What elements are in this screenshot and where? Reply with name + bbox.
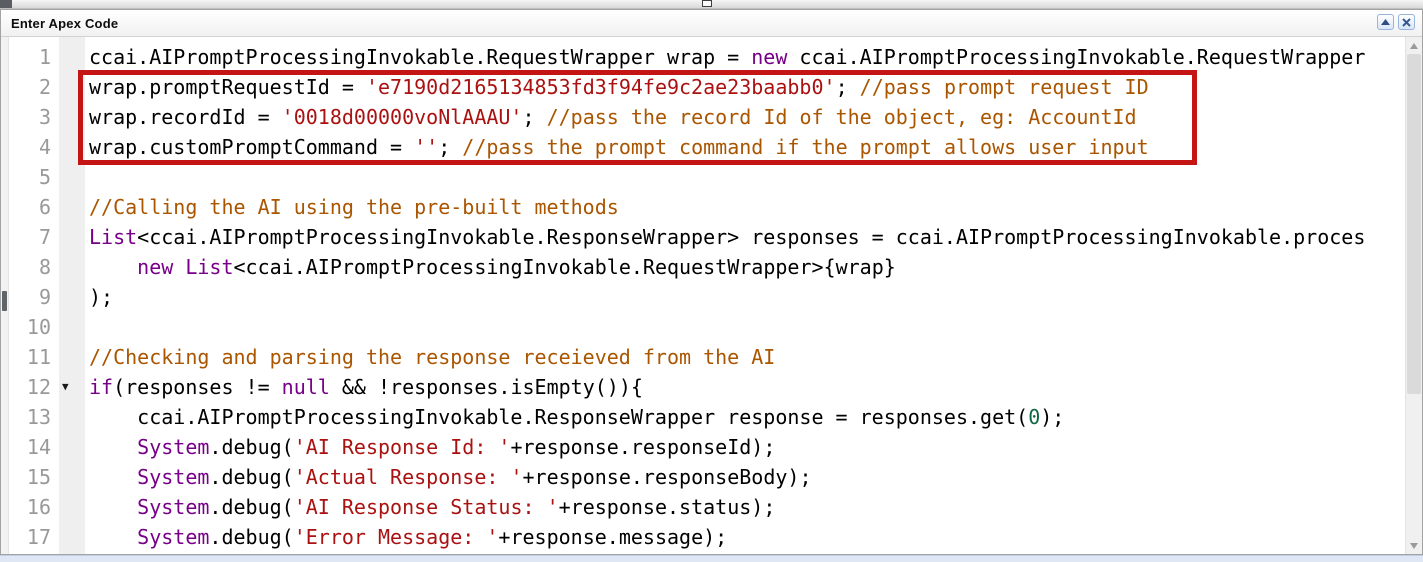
line-code: System.debug('Actual Response: '+respons…	[137, 465, 812, 489]
line-code: //Checking and parsing the response rece…	[89, 345, 776, 369]
code-line: 17 System.debug('Error Message: '+respon…	[9, 522, 1405, 552]
line-number: 15	[26, 465, 51, 489]
line-code: if(responses != null && !responses.isEmp…	[89, 375, 643, 399]
code-line: 7 List<ccai.AIPromptProcessingInvokable.R…	[9, 222, 1405, 252]
line-number: 17	[26, 525, 51, 549]
splitter-handle-icon[interactable]	[702, 0, 712, 7]
line-number: 10	[26, 315, 51, 339]
line-code: //Calling the AI using the pre-built met…	[89, 195, 619, 219]
line-number: 12	[26, 375, 51, 399]
fold-gutter-cell	[59, 222, 85, 252]
line-number: 11	[26, 345, 51, 369]
line-code: ccai.AIPromptProcessingInvokable.Respons…	[89, 405, 1065, 429]
code-line: 9);	[9, 282, 1405, 312]
line-code: );	[89, 285, 114, 309]
code-line: 16 System.debug('AI Response Status: '+r…	[9, 492, 1405, 522]
code-line: 4 wrap.customPromptCommand = ''; //pass t…	[9, 132, 1405, 162]
code-line: 11 //Checking and parsing the response re…	[9, 342, 1405, 372]
fold-gutter-cell	[59, 402, 85, 432]
apex-code-editor[interactable]: 1 ccai.AIPromptProcessingInvokable.Reques…	[9, 37, 1405, 554]
code-line: 14 System.debug('AI Response Id: '+respo…	[9, 432, 1405, 462]
code-line: 8 new List<ccai.AIPromptProcessingInvoka…	[9, 252, 1405, 282]
scroll-down-button[interactable]	[1406, 537, 1422, 554]
apex-code-panel: Enter Apex Code 1 ccai.AIPromptProcessing…	[0, 9, 1423, 555]
line-code	[85, 162, 89, 192]
line-number: 14	[26, 435, 51, 459]
fold-gutter-cell	[59, 312, 85, 342]
code-line: 12 ▼ if(responses != null && !responses.is…	[9, 372, 1405, 402]
line-code: System.debug('AI Response Id: '+response…	[137, 435, 776, 459]
fold-gutter-cell	[59, 252, 85, 282]
line-number: 13	[26, 405, 51, 429]
line-code: System.debug('AI Response Status: '+resp…	[137, 495, 776, 519]
line-number: 3	[38, 105, 51, 129]
collapse-button[interactable]	[1377, 14, 1394, 30]
line-code: wrap.customPromptCommand = ''; //pass th…	[89, 135, 1149, 159]
scroll-up-button[interactable]	[1406, 37, 1422, 54]
line-number: 5	[38, 165, 51, 189]
code-line: 2 wrap.promptRequestId = 'e7190d216513485…	[9, 72, 1405, 102]
fold-gutter-cell	[59, 282, 85, 312]
fold-gutter-cell	[59, 462, 85, 492]
line-number: 16	[26, 495, 51, 519]
code-line: 5	[9, 162, 1405, 192]
arrow-up-icon	[1410, 42, 1418, 49]
splitter-end-cap	[0, 0, 12, 8]
line-code: new List<ccai.AIPromptProcessingInvokabl…	[137, 255, 896, 279]
fold-gutter-cell	[59, 522, 85, 552]
line-number: 6	[38, 195, 51, 219]
line-code: wrap.recordId = '0018d00000voNlAAAU'; //…	[89, 105, 1137, 129]
close-button[interactable]	[1398, 14, 1415, 30]
fold-gutter-cell	[59, 192, 85, 222]
code-line: 10	[9, 312, 1405, 342]
line-number: 4	[38, 135, 51, 159]
panel-body: 1 ccai.AIPromptProcessingInvokable.Reques…	[1, 37, 1422, 554]
line-number: 7	[38, 225, 51, 249]
panel-title: Enter Apex Code	[11, 16, 119, 31]
line-number: 2	[38, 75, 51, 99]
panel-tools	[1377, 14, 1415, 30]
fold-toggle-icon[interactable]: ▼	[62, 380, 69, 393]
line-number: 8	[38, 255, 51, 279]
code-line: 6 //Calling the AI using the pre-built me…	[9, 192, 1405, 222]
line-code: List<ccai.AIPromptProcessingInvokable.Re…	[89, 225, 1366, 249]
line-code: wrap.promptRequestId = 'e7190d2165134853…	[89, 75, 1149, 99]
arrow-down-icon	[1410, 542, 1418, 549]
code-line: 13 ccai.AIPromptProcessingInvokable.Resp…	[9, 402, 1405, 432]
panel-header: Enter Apex Code	[1, 10, 1422, 37]
line-number: 9	[38, 285, 51, 309]
line-code: ccai.AIPromptProcessingInvokable.Request…	[89, 45, 1366, 69]
code-line: 15 System.debug('Actual Response: '+resp…	[9, 462, 1405, 492]
line-code: System.debug('Error Message: '+response.…	[137, 525, 728, 549]
fold-gutter-cell	[59, 42, 85, 72]
chevron-up-icon	[1381, 19, 1390, 25]
code-line: 3 wrap.recordId = '0018d00000voNlAAAU'; /…	[9, 102, 1405, 132]
left-splitter-handle[interactable]	[2, 291, 7, 311]
line-number: 1	[38, 45, 51, 69]
left-splitter[interactable]	[1, 37, 9, 554]
fold-gutter-cell	[59, 102, 85, 132]
line-code	[85, 312, 89, 342]
fold-gutter-cell	[59, 162, 85, 192]
code-lines: 1 ccai.AIPromptProcessingInvokable.Reques…	[9, 42, 1405, 552]
bottom-splitter[interactable]	[0, 555, 1423, 562]
close-icon	[1402, 17, 1411, 27]
fold-gutter-cell	[59, 342, 85, 372]
vertical-scrollbar[interactable]	[1405, 37, 1422, 554]
code-line: 1 ccai.AIPromptProcessingInvokable.Reques…	[9, 42, 1405, 72]
fold-gutter-cell	[59, 432, 85, 462]
fold-gutter-cell	[59, 72, 85, 102]
top-splitter[interactable]	[0, 0, 1423, 9]
fold-gutter-cell	[59, 492, 85, 522]
fold-gutter-cell	[59, 132, 85, 162]
scrollbar-thumb[interactable]	[1407, 54, 1421, 394]
